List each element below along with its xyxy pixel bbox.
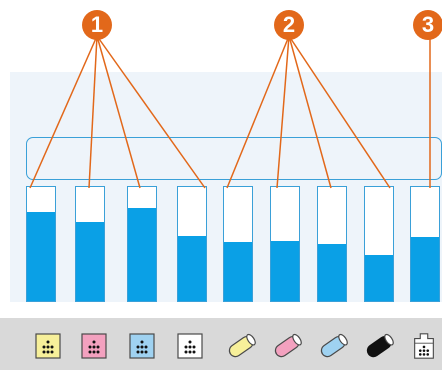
- magenta-cartridge-icon: [81, 333, 107, 359]
- ink-gauge-4: [177, 186, 207, 302]
- ink-gauge-fill: [224, 241, 252, 301]
- ink-gauge-fill: [178, 236, 206, 301]
- yellow-cartridge-icon: [35, 333, 61, 359]
- ink-gauge-fill: [365, 255, 393, 301]
- supply-icon-bar: [0, 318, 442, 370]
- ink-gauge-fill: [128, 207, 156, 301]
- ink-gauge-2: [75, 186, 105, 302]
- leader-line: [288, 35, 391, 189]
- ink-gauge-fill: [271, 240, 299, 301]
- black-drum-icon: [366, 333, 394, 358]
- ink-gauge-fill: [27, 212, 55, 301]
- leader-line: [96, 35, 206, 189]
- leader-line: [226, 35, 290, 189]
- ink-gauge-fill: [318, 244, 346, 301]
- leader-line: [276, 35, 290, 189]
- ink-gauge-fill: [76, 222, 104, 301]
- cyan-drum-icon: [320, 333, 348, 358]
- leader-line: [96, 35, 141, 189]
- ink-gauge-5: [223, 186, 253, 302]
- ink-gauge-1: [26, 186, 56, 302]
- ink-gauge-7: [317, 186, 347, 302]
- ink-gauge-9: [410, 186, 440, 302]
- yellow-drum-icon: [228, 333, 256, 358]
- magenta-drum-icon: [274, 333, 302, 358]
- black-cartridge-icon: [177, 333, 203, 359]
- cyan-cartridge-icon: [129, 333, 155, 359]
- leader-line: [88, 35, 98, 189]
- ink-gauge-fill: [411, 237, 439, 301]
- leader-line: [288, 35, 332, 189]
- ink-gauge-6: [270, 186, 300, 302]
- waste-toner-icon: [414, 333, 434, 359]
- ink-gauge-8: [364, 186, 394, 302]
- callout-badge-2: 2: [274, 10, 304, 40]
- callout-badge-3: 3: [413, 10, 442, 40]
- ink-gauge-3: [127, 186, 157, 302]
- callout-badge-1: 1: [82, 10, 112, 40]
- leader-line: [29, 35, 98, 189]
